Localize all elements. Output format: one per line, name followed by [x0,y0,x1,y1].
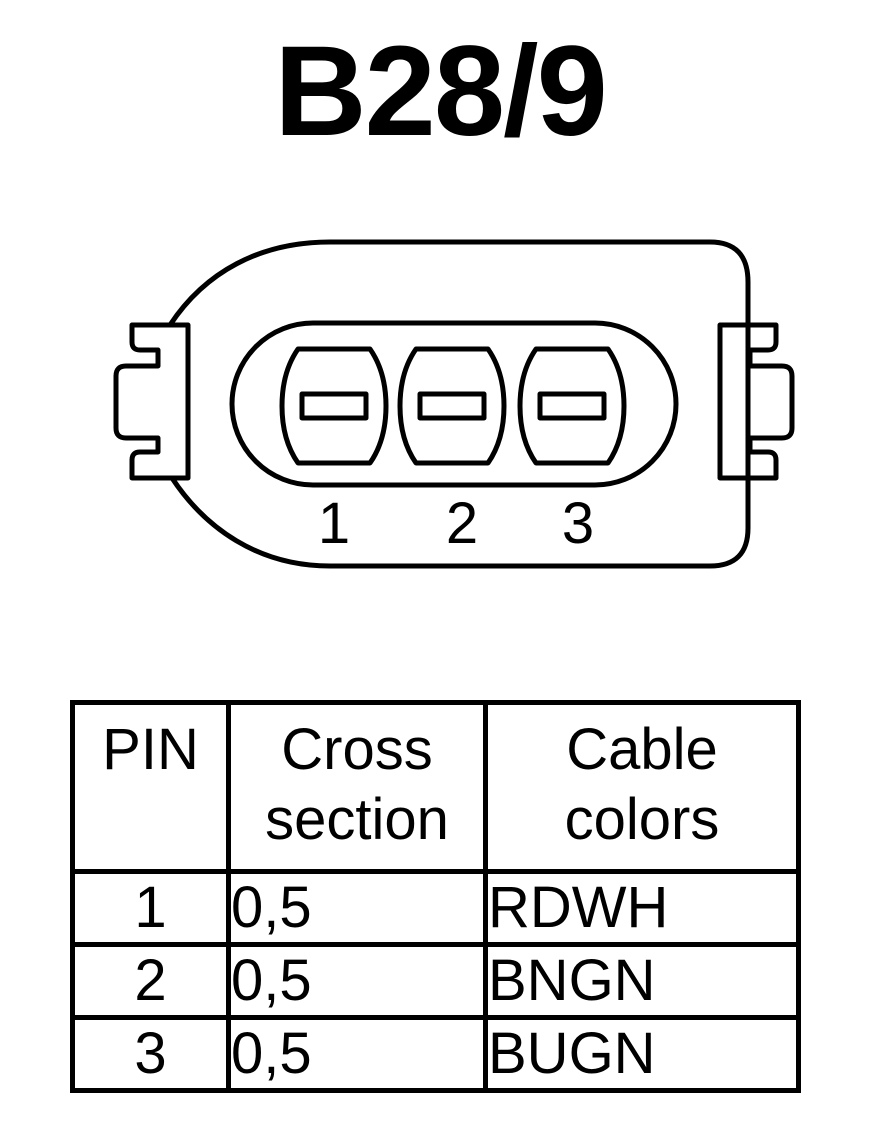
header-pin: PIN [70,700,231,874]
header-cable-colors: Cable colors [483,700,801,874]
pin-label-2: 2 [446,491,478,556]
left-latch [113,322,191,481]
pin-table: PIN Cross section Cable colors 1 0,5 RDW… [70,700,801,1093]
row-cross-section: 0,5 [226,1015,488,1093]
pin-1-contact [299,391,369,421]
table-row: 3 0,5 BUGN [70,1015,801,1093]
table-row: 1 0,5 RDWH [70,869,801,947]
table-row: 2 0,5 BNGN [70,942,801,1020]
table-header-row: PIN Cross section Cable colors [70,700,801,874]
pin-label-3: 3 [562,491,594,556]
pin-3-shape [517,346,627,466]
pin-2-contact [417,391,487,421]
connector-diagram: 1 2 3 [113,239,795,569]
row-cable-color: BNGN [483,942,801,1020]
row-cable-color: RDWH [483,869,801,947]
row-cross-section: 0,5 [226,942,488,1020]
connector-housing [167,239,751,569]
pin-1-shape [279,346,389,466]
row-pin: 1 [70,869,231,947]
right-latch [717,322,795,481]
row-pin: 2 [70,942,231,1020]
pin-2-shape [397,346,507,466]
header-cross-section: Cross section [226,700,488,874]
row-cable-color: BUGN [483,1015,801,1093]
row-pin: 3 [70,1015,231,1093]
row-cross-section: 0,5 [226,869,488,947]
connector-title: B28/9 [274,20,608,163]
pin-chamber [229,320,679,488]
pin-3-contact [537,391,607,421]
pin-label-1: 1 [318,491,350,556]
